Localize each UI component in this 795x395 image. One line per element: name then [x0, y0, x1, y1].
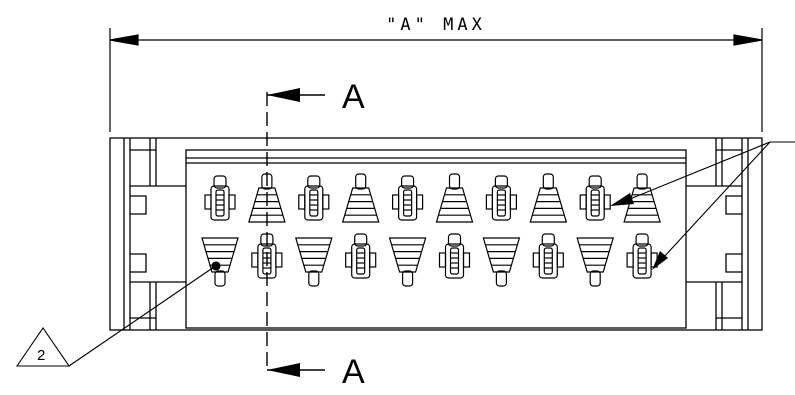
section-arrow-bottom-head — [267, 363, 300, 377]
contact-top-tapered — [529, 173, 568, 223]
contact-top-tapered — [435, 173, 474, 223]
contact-bottom-tapered — [201, 237, 239, 287]
note-callout — [15, 261, 221, 367]
housing-outer — [109, 137, 763, 331]
leader-to-bottom-contact — [662, 141, 771, 259]
housing-cavity — [185, 149, 687, 329]
contact-top-tapered — [341, 173, 380, 223]
contact-bottom-keyed — [438, 233, 471, 279]
note-leader-dot — [211, 261, 221, 271]
connector-housing — [109, 137, 763, 331]
section-arrow-top-head — [267, 88, 300, 102]
note-leader — [68, 266, 215, 367]
contact-bottom-tapered — [576, 237, 615, 287]
contact-top-keyed — [204, 175, 236, 221]
dimension-arrow-right — [733, 34, 763, 46]
leader-arrow-bottom — [652, 251, 668, 270]
contact-bottom-keyed — [626, 233, 658, 279]
contact-bottom-keyed — [532, 233, 564, 279]
overall-dimension — [109, 28, 763, 132]
section-label-top: A — [342, 78, 365, 116]
leader-arrow-top — [610, 193, 634, 206]
note-number: 2 — [37, 347, 45, 364]
contact-bottom-keyed — [345, 233, 377, 279]
section-line — [266, 88, 325, 377]
contact-top-keyed — [298, 175, 330, 221]
contact-bottom-tapered — [388, 237, 427, 287]
dimension-arrow-left — [109, 34, 139, 46]
note-triangle-icon — [15, 327, 71, 367]
contact-leaders — [610, 141, 795, 270]
contact-bottom-tapered — [482, 237, 521, 287]
contact-array — [201, 173, 661, 287]
right-end-cap — [686, 138, 749, 330]
contact-top-keyed — [392, 175, 424, 221]
contact-top-keyed — [485, 175, 517, 221]
contact-top-tapered — [623, 173, 661, 223]
leader-to-top-contact — [624, 141, 771, 202]
section-label-bottom: A — [342, 353, 365, 391]
contact-bottom-tapered — [294, 237, 333, 287]
dimension-label: "A" MAX — [386, 15, 486, 35]
contact-top-keyed — [579, 175, 611, 221]
left-end-cap — [123, 138, 186, 330]
